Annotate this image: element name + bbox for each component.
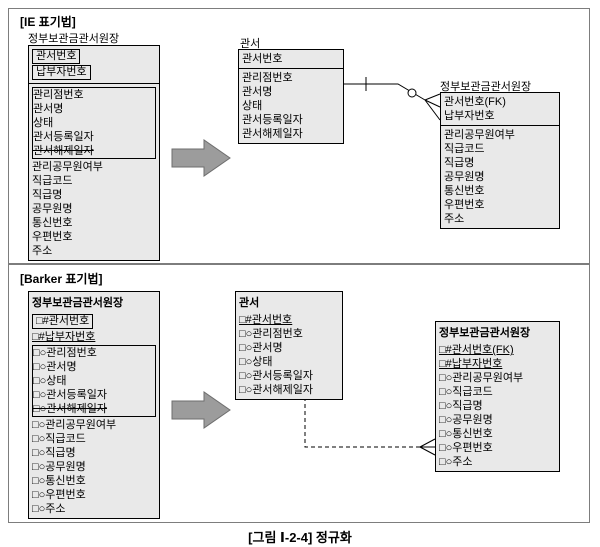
entity-attribute: □#관서번호	[239, 314, 293, 326]
entity-attribute: □○직급코드	[439, 386, 493, 398]
entity-attribute: □○공무원명	[32, 461, 86, 473]
attribute-group-box: □○관리점번호 □○관서명 □○상태 □○관서등록일자 □○관서해제일자	[32, 345, 156, 417]
crow-foot-icon	[419, 438, 436, 448]
entity-barker-left: 정부보관금관서원장 □#관서번호□#납부자번호□○관리점번호□○관서명□○상태□…	[28, 291, 160, 519]
entity-title-ie-middle: 관서	[240, 38, 261, 50]
entity-attribute: 통신번호	[444, 185, 485, 197]
entity-attribute: 우편번호	[444, 199, 485, 211]
entity-barker-middle: 관서 □#관서번호 □○관리점번호 □○관서명 □○상태 □○관서등록일자 □○관서해제일…	[235, 291, 343, 400]
entity-attribute: 직급코드	[444, 143, 485, 155]
entity-attribute: 관리공무원여부	[444, 129, 515, 141]
entity-title-ie-right: 정부보관금관서원장	[440, 81, 532, 93]
entity-attribute: 관리점번호	[242, 72, 293, 84]
entity-attribute: □○통신번호	[32, 475, 86, 487]
entity-attribute: □○직급명	[32, 447, 76, 459]
entity-attribute: □○관리공무원여부	[32, 419, 117, 431]
transform-arrow-icon	[171, 391, 231, 429]
entity-attribute: □○관서명	[33, 361, 77, 373]
entity-attribute: 직급명	[32, 189, 63, 201]
transform-arrow-icon	[171, 139, 231, 177]
entity-attribute: □○관서등록일자	[239, 370, 314, 382]
entity-attribute: 납부자번호	[444, 110, 495, 122]
entity-attribute: □○관리점번호	[239, 328, 303, 340]
entity-attribute: □○우편번호	[439, 442, 493, 454]
ie-relationship-line	[344, 77, 441, 121]
optional-circle-icon	[407, 88, 417, 98]
entity-attribute: □○주소	[32, 503, 66, 515]
entity-attribute: □○우편번호	[32, 489, 86, 501]
entity-attribute: 관서해제일자	[242, 128, 303, 140]
crow-foot-icon	[419, 446, 436, 456]
entity-title-barker-right: 정부보관금관서원장	[439, 327, 531, 339]
entity-attribute: □○관서등록일자	[33, 389, 108, 401]
entity-attribute: 관리점번호	[33, 89, 84, 101]
entity-title-barker-middle: 관서	[239, 297, 260, 309]
ie-section-label: [IE 표기법]	[20, 15, 76, 29]
entity-attribute: 통신번호	[32, 217, 73, 229]
pk-compartment: 관서번호(FK) 납부자번호	[441, 93, 559, 126]
entity-attribute: 관서등록일자	[242, 114, 303, 126]
entity-attribute: 상태	[33, 117, 54, 129]
entity-attribute: 납부자번호	[32, 65, 91, 80]
figure-caption: [그림 Ⅰ-2-4] 정규화	[248, 530, 352, 545]
entity-attribute: □#관서번호	[32, 314, 94, 329]
entity-title-barker-left: 정부보관금관서원장	[32, 297, 124, 309]
entity-attribute: 관서등록일자	[33, 131, 94, 143]
attr-compartment: □#관서번호□#납부자번호□○관리점번호□○관서명□○상태□○관서등록일자□○관…	[29, 311, 159, 518]
entity-attribute: □#납부자번호	[32, 331, 96, 343]
pk-compartment: 관서번호	[239, 50, 343, 69]
entity-attribute: 관서번호	[32, 49, 81, 64]
entity-attribute: 직급코드	[32, 175, 73, 187]
entity-attribute: □○관서해제일자	[33, 403, 108, 415]
entity-attribute: □○통신번호	[439, 428, 493, 440]
entity-attribute: 직급명	[444, 157, 475, 169]
entity-attribute: 주소	[444, 213, 465, 225]
entity-attribute: □○관리점번호	[33, 347, 97, 359]
entity-attribute: 공무원명	[444, 171, 485, 183]
entity-attribute: 관서번호	[242, 53, 283, 65]
attr-compartment: □#관서번호(FK) □#납부자번호 □○관리공무원여부 □○직급코드 □○직급명 □○공…	[436, 341, 559, 471]
entity-attribute: □○공무원명	[439, 414, 493, 426]
relationship-line-dashed	[304, 397, 420, 448]
entity-attribute: □○관서해제일자	[239, 384, 314, 396]
barker-section-label: [Barker 표기법]	[20, 272, 103, 286]
entity-attribute: 관서번호(FK)	[444, 96, 506, 108]
entity-attribute: 우편번호	[32, 231, 73, 243]
crow-foot-icon	[424, 99, 441, 108]
ie-section-frame	[8, 8, 590, 264]
entity-attribute: 관서해제일자	[33, 145, 94, 157]
entity-attribute: □○직급명	[439, 400, 483, 412]
crow-foot-icon	[424, 93, 441, 101]
entity-attribute: □○직급코드	[32, 433, 86, 445]
crow-foot-icon	[424, 99, 441, 121]
entity-attribute: 상태	[242, 100, 263, 112]
entity-attribute: □○상태	[33, 375, 67, 387]
entity-attribute: 관서명	[33, 103, 64, 115]
barker-relationship-line	[304, 397, 436, 456]
barker-section-frame	[8, 264, 590, 523]
entity-title-ie-left: 정부보관금관서원장	[28, 33, 120, 45]
entity-attribute: □○관서명	[239, 342, 283, 354]
entity-attribute: 공무원명	[32, 203, 73, 215]
entity-attribute: 주소	[32, 245, 53, 257]
entity-barker-right: 정부보관금관서원장 □#관서번호(FK) □#납부자번호 □○관리공무원여부 □○직급…	[435, 321, 560, 472]
attr-compartment: □#관서번호 □○관리점번호 □○관서명 □○상태 □○관서등록일자 □○관서해제일자	[236, 311, 342, 399]
entity-attribute: □○상태	[239, 356, 273, 368]
entity-attribute: 관서명	[242, 86, 273, 98]
entity-attribute: □#관서번호(FK)	[439, 344, 514, 356]
entity-attribute: □○관리공무원여부	[439, 372, 524, 384]
entity-attribute: 관리공무원여부	[32, 161, 103, 173]
entity-attribute: □○주소	[439, 456, 473, 468]
entity-attribute: □#납부자번호	[439, 358, 503, 370]
